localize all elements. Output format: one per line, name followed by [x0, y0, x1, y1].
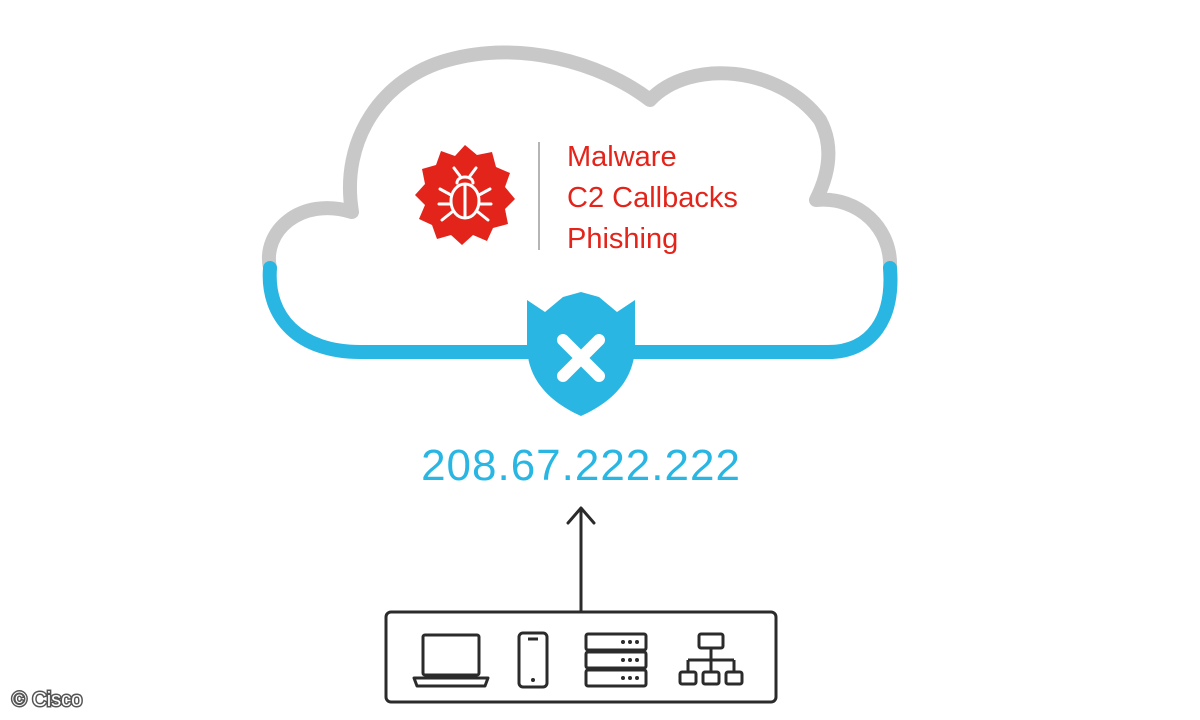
network-icon: [678, 632, 744, 686]
server-icon: [584, 632, 648, 688]
shield-x-icon: [527, 292, 635, 416]
laptop-icon: [412, 633, 490, 688]
resolver-ip: 208.67.222.222: [421, 441, 741, 490]
copyright-credit: © Cisco: [12, 689, 82, 711]
bug-icon: [415, 145, 515, 245]
threat-c2-callbacks: C2 Callbacks: [567, 182, 738, 214]
arrow-up-icon: [566, 506, 596, 614]
threat-malware: Malware: [567, 141, 677, 173]
cloud-outline-bottom: [262, 261, 898, 359]
cloud-outline-top: [261, 45, 898, 275]
smartphone-icon: [517, 631, 549, 689]
threat-phishing: Phishing: [567, 223, 678, 255]
device-group-box: [384, 610, 778, 704]
